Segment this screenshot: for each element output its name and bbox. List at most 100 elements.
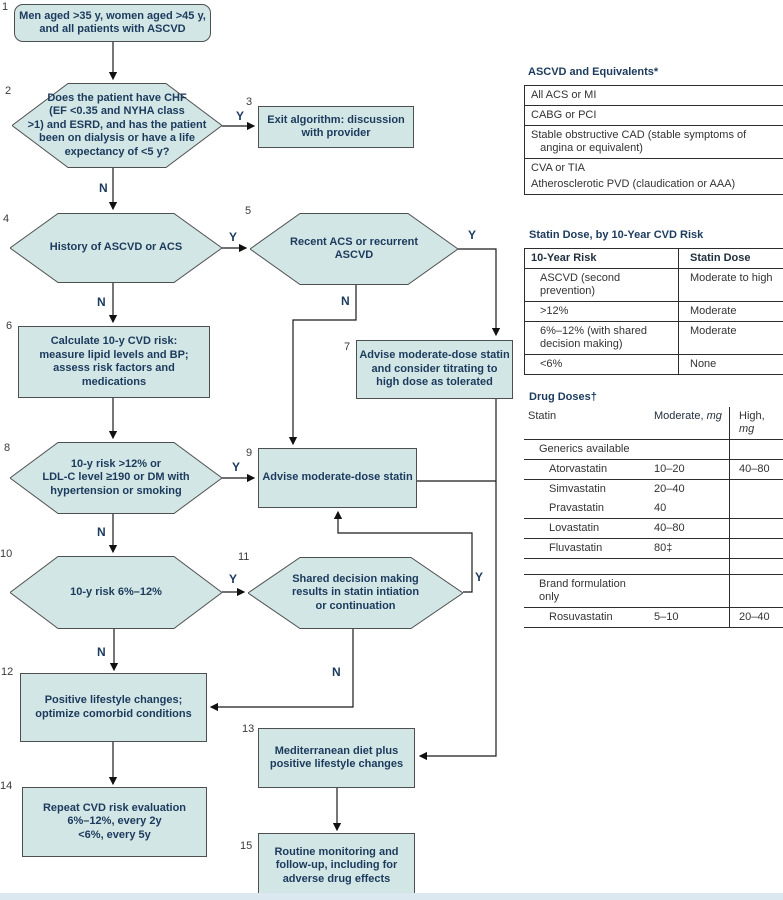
column-header: Statin Dose [678, 249, 783, 268]
edge-label-no: N [99, 181, 108, 195]
table-row: <6% None [525, 354, 783, 374]
node-number: 9 [246, 447, 253, 459]
hexagon-shape [10, 213, 222, 283]
drug-doses-table-title: Drug Doses† [529, 391, 597, 403]
table-cell: 20–40 [729, 608, 783, 627]
table-cell [729, 539, 783, 558]
bottom-page-strip [0, 893, 783, 900]
node-text: Positive lifestyle changes; optimize com… [35, 694, 192, 720]
node-text: Mediterranean diet plus positive lifesty… [269, 744, 404, 771]
table-cell: Moderate to high [678, 269, 783, 301]
table-spacer-row [524, 558, 783, 574]
column-header: High, mg [729, 407, 783, 439]
node-text: Routine monitoring and follow-up, includ… [274, 845, 399, 885]
node-number: 6 [6, 320, 13, 332]
table-row: Simvastatin 20–40 [524, 479, 783, 499]
statin-dose-table-title: Statin Dose, by 10-Year CVD Risk [529, 229, 704, 241]
table-cell: 80‡ [654, 542, 673, 554]
node-advise-moderate-statin: Advise moderate-dose statin [258, 448, 417, 508]
table-cell: <6% [540, 358, 563, 370]
ascvd-equivalents-table: All ACS or MI CABG or PCI Stable obstruc… [524, 85, 783, 195]
node-text: Repeat CVD risk evaluation 6%–12%, every… [42, 801, 187, 841]
column-header: Moderate, mg [654, 410, 722, 422]
node-text: Does the patient have CHF (EF <0.35 and … [27, 91, 207, 158]
node-calculate-risk: Calculate 10-y CVD risk: measure lipid l… [18, 326, 210, 398]
hexagon-shape [10, 442, 222, 514]
node-number: 3 [246, 96, 253, 108]
node-repeat-evaluation: Repeat CVD risk evaluation 6%–12%, every… [22, 787, 207, 857]
node-number: 1 [2, 1, 9, 13]
node-text: Men aged >35 y, women aged >45 y, and al… [19, 9, 206, 36]
node-number: 14 [0, 780, 13, 792]
table-header-row: Statin Moderate, mg High, mg [524, 407, 783, 439]
table-cell: >12% [540, 305, 569, 317]
node-number: 5 [245, 205, 252, 217]
table-row: All ACS or MI [525, 85, 783, 105]
node-text: History of ASCVD or ACS [49, 241, 183, 254]
table-row: 6%–12% (with shared decision making) Mod… [525, 321, 783, 354]
table-cell: 40–80 [729, 460, 783, 479]
table-cell [729, 480, 783, 499]
node-text: 10-y risk 6%–12% [70, 585, 162, 598]
column-header: Statin [528, 410, 557, 422]
ascvd-table-title: ASCVD and Equivalents* [528, 66, 659, 78]
node-mediterranean-diet: Mediterranean diet plus positive lifesty… [258, 728, 415, 788]
table-group-row: Brand formulation only [524, 574, 783, 607]
table-row: Lovastatin 40–80 [524, 518, 783, 538]
table-row: Fluvastatin 80‡ [524, 538, 783, 558]
table-row: CVA or TIA [525, 158, 783, 176]
column-header: 10-Year Risk [531, 252, 597, 264]
table-cell: ASCVD (second prevention) [540, 272, 621, 297]
table-row: Atorvastatin 10–20 40–80 [524, 459, 783, 479]
node-text: Exit algorithm: discussion with provider [267, 113, 405, 140]
decision-shared-decision: Shared decision making results in statin… [248, 557, 463, 629]
group-label: Generics available [539, 443, 630, 455]
table-cell: 40 [654, 502, 667, 514]
decision-risk-6-12: 10-y risk 6%–12% [10, 556, 222, 629]
decision-risk-over-12: 10-y risk >12% or LDL-C level ≥190 or DM… [10, 442, 222, 514]
edge-label-yes: Y [232, 460, 241, 474]
edge-label-yes: Y [229, 230, 238, 244]
table-cell: None [678, 355, 783, 374]
node-text: Shared decision making results in statin… [291, 572, 420, 612]
edge-label-yes: Y [229, 572, 238, 586]
table-row: >12% Moderate [525, 301, 783, 321]
start-node-population: Men aged >35 y, women aged >45 y, and al… [14, 4, 211, 42]
table-cell: Simvastatin [549, 483, 606, 495]
table-cell: 6%–12% (with shared decision making) [540, 325, 648, 350]
edge-label-no: N [332, 665, 341, 679]
decision-chf-esrd: Does the patient have CHF (EF <0.35 and … [12, 83, 222, 168]
hexagon-shape [12, 83, 222, 168]
table-cell: 10–20 [654, 463, 685, 475]
node-text: 10-y risk >12% or LDL-C level ≥190 or DM… [42, 457, 190, 497]
drug-doses-table: Statin Moderate, mg High, mg Generics av… [524, 407, 783, 628]
table-group-row: Generics available [524, 439, 783, 459]
node-number: 13 [242, 723, 255, 735]
table-row: CABG or PCI [525, 105, 783, 125]
table-cell [729, 499, 783, 518]
table-cell: Pravastatin [549, 502, 605, 514]
hexagon-shape [248, 557, 463, 629]
node-lifestyle-changes: Positive lifestyle changes; optimize com… [20, 673, 207, 742]
node-text: Advise moderate-dose statin [262, 471, 413, 484]
edge-label-yes: Y [236, 109, 245, 123]
node-number: 10 [0, 548, 13, 560]
table-row: Pravastatin 40 [524, 499, 783, 518]
node-number: 7 [344, 341, 351, 353]
statin-dose-table: 10-Year Risk Statin Dose ASCVD (second p… [524, 248, 783, 375]
edge-label-no: N [341, 294, 350, 308]
hexagon-shape [10, 556, 222, 629]
table-cell: Atorvastatin [549, 463, 608, 475]
node-exit-algorithm: Exit algorithm: discussion with provider [258, 106, 414, 148]
edge-label-no: N [97, 525, 106, 539]
node-routine-monitoring: Routine monitoring and follow-up, includ… [258, 833, 415, 899]
edge-label-yes: Y [475, 570, 484, 584]
node-text: Recent ACS or recurrent ASCVD [290, 235, 418, 262]
node-number: 11 [238, 551, 250, 563]
table-cell: Lovastatin [549, 522, 600, 534]
table-row: Stable obstructive CAD (stable symptoms … [525, 125, 783, 158]
decision-recent-acs: Recent ACS or recurrent ASCVD [250, 213, 458, 285]
node-number: 15 [240, 840, 253, 852]
node-text: Advise moderate-dose statin and consider… [359, 349, 510, 389]
